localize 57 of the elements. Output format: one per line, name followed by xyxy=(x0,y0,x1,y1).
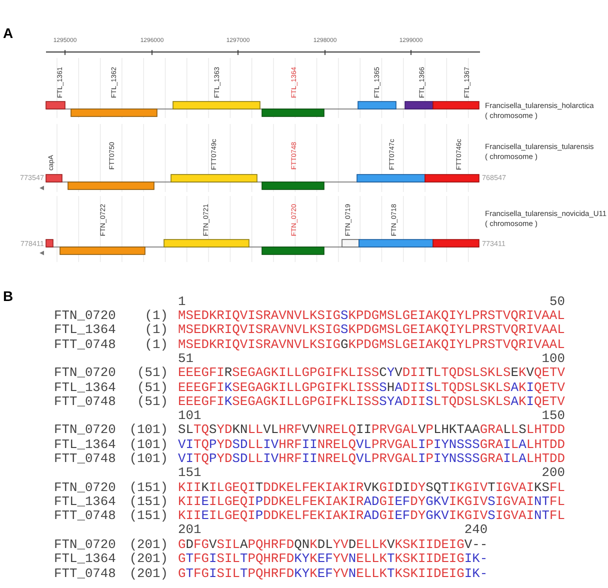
sequence-text: KIIKILGEQITDDKELFEKIAKIRVKGIDIDYSQTIKGIVTIGVAIKSFL xyxy=(178,482,565,494)
position-number: 1 xyxy=(178,296,186,308)
sequence-text: VITQPYDSDLLIVHRFIINRELQVLPRVGALIPIYNSSSGRAILALHTDD xyxy=(178,438,566,452)
position-number: 51 xyxy=(178,352,194,366)
start-position: (201) xyxy=(129,553,168,566)
sequence-name: FTN_0720 xyxy=(54,367,116,380)
start-position: (151) xyxy=(129,510,168,524)
panel-letter: B xyxy=(3,289,14,303)
sequence-name: FTT_0748 xyxy=(54,568,116,580)
start-position: (1) xyxy=(144,338,168,352)
sequence-text: MSEDKRIQVISRAVNVLKSIGSKPDGMSLGEIAKQIYLPRSTVQRIVAAL xyxy=(178,310,565,323)
position-number: 101 xyxy=(178,410,202,423)
sequence-text: SLTQSYDKNLLVLHRFVVNRELQIIPRVGALVPLHKTAAGRALLSLHTDD xyxy=(178,424,566,438)
start-position: (151) xyxy=(129,496,168,509)
sequence-name: FTL_1364 xyxy=(54,438,116,452)
sequence-name: FTN_0720 xyxy=(54,482,116,494)
sequence-text: KIIEILGEQIPDDKELFEKIAKIRADGIEFDYGKVIKGIVSIGVAINTFL xyxy=(178,510,565,524)
position-number: 150 xyxy=(542,410,565,423)
sequence-text: MSEDKRIQVISRAVNVLKSIGGKPDGMSLGEIAKQIYLPRSTVQRIVAAL xyxy=(178,338,565,352)
start-position: (51) xyxy=(137,396,168,409)
sequence-text: VITQPYDSDLLIVHRFIINRELQVLPRVGALIPIYNSSSGRAILALHTDD xyxy=(178,453,566,466)
sequence-text: EEEGFIRSEGAGKILLGPGIFKLISSCYVDIITLTQDSLSKLSEKVQETV xyxy=(178,367,565,380)
position-number: 240 xyxy=(464,524,488,538)
position-number: 151 xyxy=(178,467,202,480)
panel-letter: A xyxy=(3,26,14,40)
sequence-name: FTL_1364 xyxy=(54,382,116,394)
sequence-text: EEEGFIKSEGAGKILLGPGIFKLISSSHADIISLTQDSLSKLSAKIQETV xyxy=(178,382,565,394)
start-position: (1) xyxy=(144,324,168,338)
sequence-name: FTN_0720 xyxy=(54,538,116,552)
position-number: 200 xyxy=(542,467,565,480)
sequence-name: FTT_0748 xyxy=(54,396,116,409)
sequence-name: FTT_0748 xyxy=(54,453,116,466)
sequence-name: FTL_1364 xyxy=(54,324,116,338)
sequence-text: GTFGISILTPQHRFDKYKEFYVNELLKTKSKIIDEIGIK- xyxy=(178,553,488,566)
start-position: (151) xyxy=(129,482,168,494)
sequence-name: FTN_0720 xyxy=(54,424,116,438)
position-number: 201 xyxy=(178,524,202,538)
sequence-name: FTT_0748 xyxy=(54,510,116,524)
start-position: (1) xyxy=(144,310,168,323)
start-position: (51) xyxy=(137,382,168,394)
sequence-name: FTL_1364 xyxy=(54,553,116,566)
start-position: (201) xyxy=(129,538,168,552)
sequence-text: KIIEILGEQIPDDKELFEKIAKIRADGIEFDYGKVIKGIVSIGVAINTFL xyxy=(178,496,565,509)
sequence-name: FTN_0720 xyxy=(54,310,116,323)
sequence-text: GTFGISILTPQHRFDKYKEFYVNELLKTKSKIIDEIGIK- xyxy=(178,568,488,580)
start-position: (101) xyxy=(129,438,168,452)
position-number: 100 xyxy=(542,352,565,366)
sequence-name: FTL_1364 xyxy=(54,496,116,509)
sequence-text: MSEDKRIQVISRAVNVLKSIGSKPDGMSLGEIAKQIYLPRSTVQRIVAAL xyxy=(178,324,565,338)
start-position: (201) xyxy=(129,568,168,580)
position-number: 50 xyxy=(550,296,565,308)
sequence-name: FTT_0748 xyxy=(54,338,116,352)
start-position: (51) xyxy=(137,367,168,380)
start-position: (101) xyxy=(129,424,168,438)
sequence-text: EEEGFIKSEGAGKILLGPGIFKLISSSYADIISLTQDSLSKLSAKIQETV xyxy=(178,396,565,409)
start-position: (101) xyxy=(129,453,168,466)
sequence-text: GDFGVSILAPQHRFDQNKDLYVDELLKVKSKIIDEIGV-- xyxy=(178,538,488,552)
